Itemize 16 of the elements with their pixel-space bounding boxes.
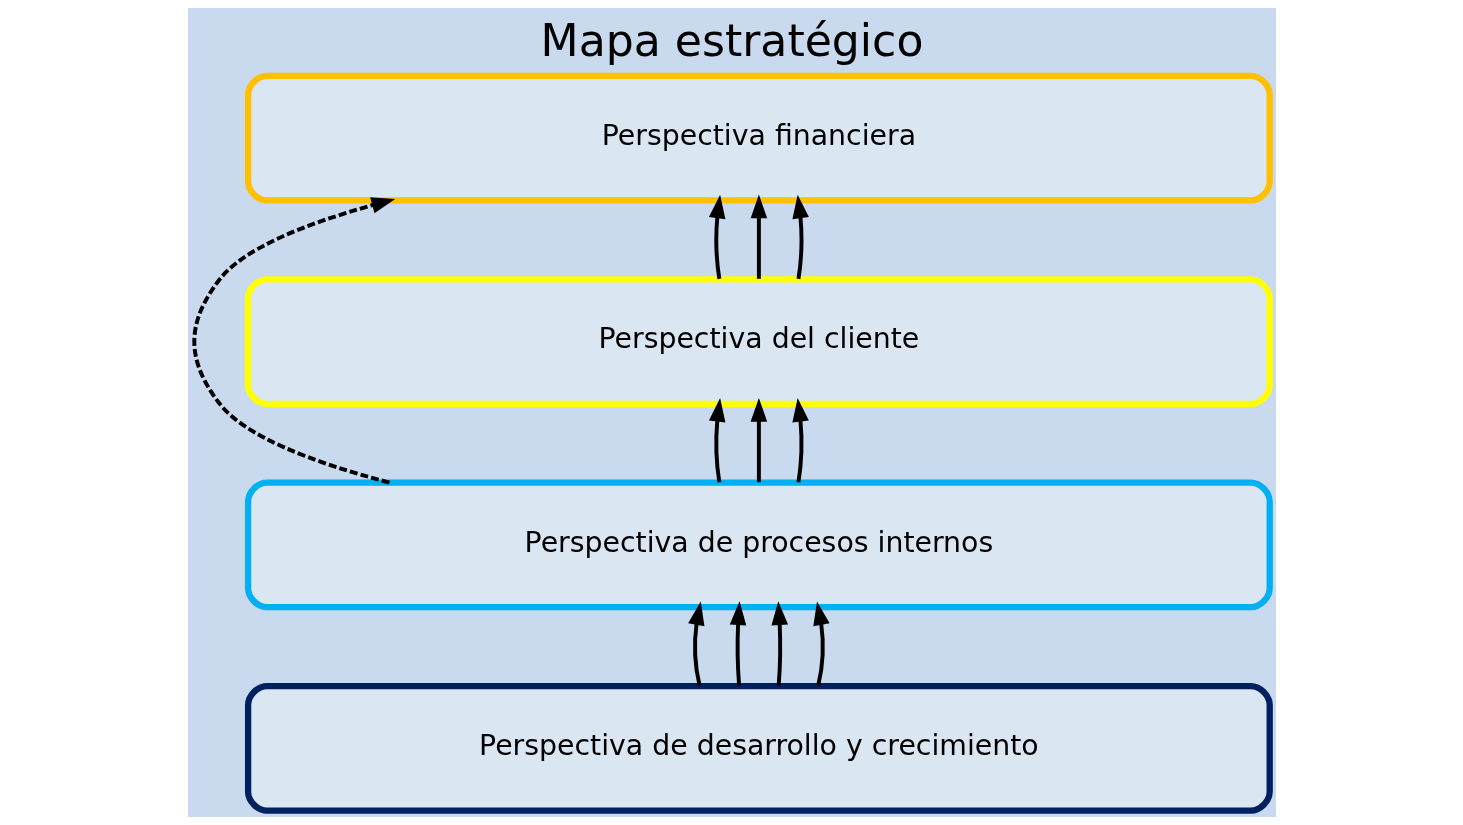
arrow [771,601,788,686]
arrow [708,398,725,483]
arrow [812,601,830,686]
node-box: Perspectiva de procesos internos [244,479,1273,611]
arrow [791,194,809,280]
arrow [750,397,767,483]
diagram-title: Mapa estratégico [540,15,923,67]
arrow [687,601,704,686]
node-box: Perspectiva de desarrollo y crecimiento [244,682,1273,814]
arrow [729,601,746,686]
arrow [750,194,767,279]
node-box: Perspectiva del cliente [244,276,1273,407]
arrow [708,194,725,280]
arrow [791,398,809,483]
node-box: Perspectiva financiera [244,72,1273,204]
arrow [191,197,395,485]
